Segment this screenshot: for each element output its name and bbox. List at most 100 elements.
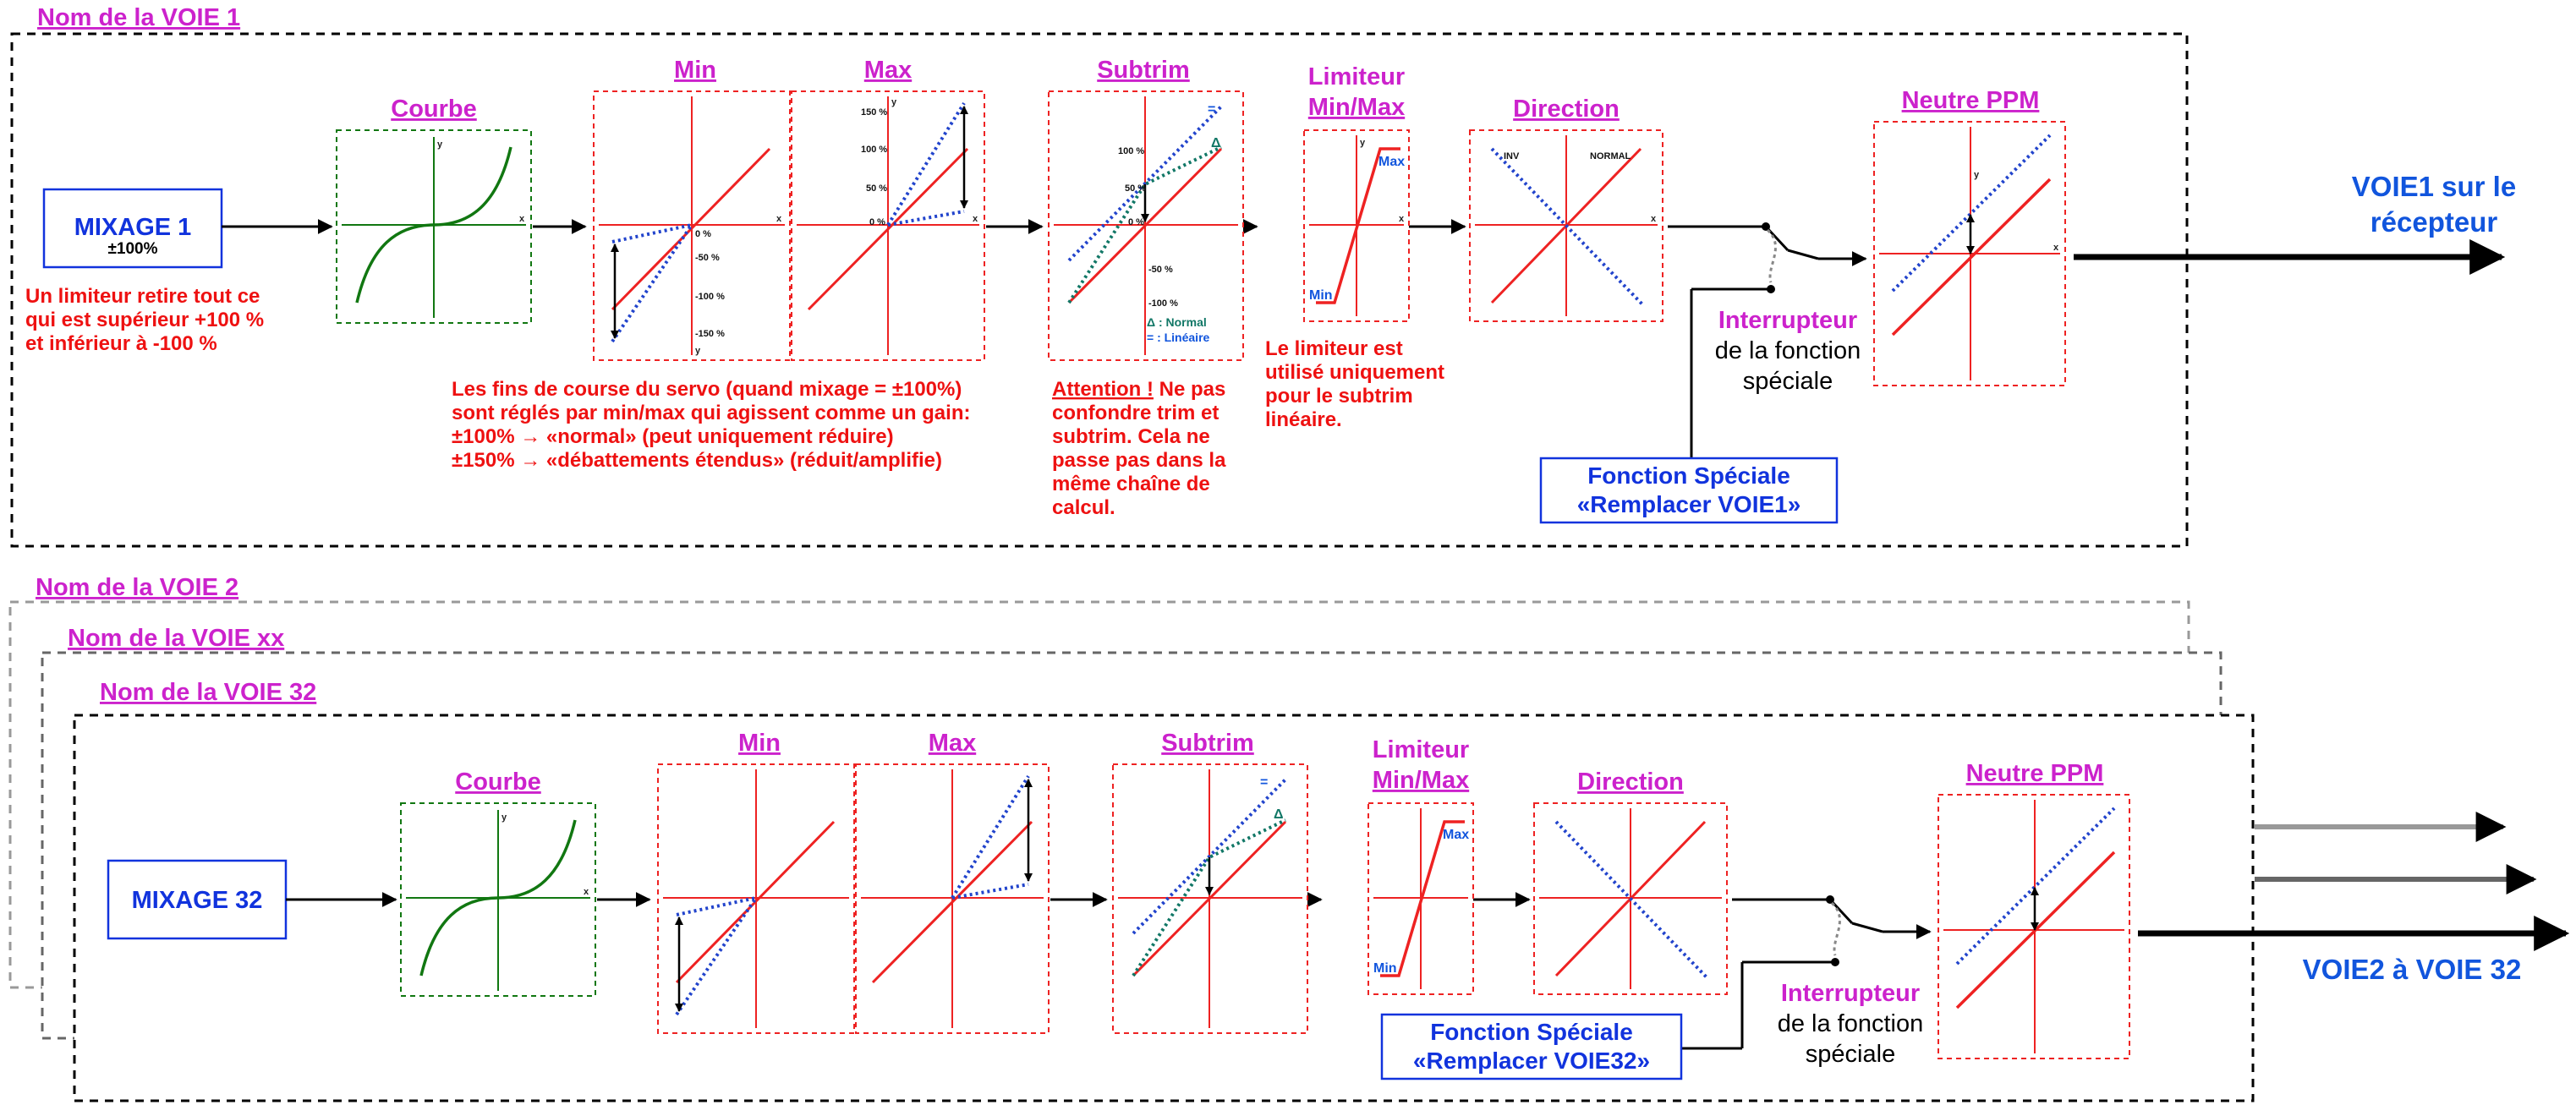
channel-1-frame: [10, 32, 2189, 548]
max-32-title: Max: [929, 730, 976, 757]
svg-text:=: =: [1260, 775, 1268, 790]
stack-name-voie-xx: Nom de la VOIE xx: [68, 625, 284, 652]
svg-text:x: x: [519, 214, 525, 224]
svg-text:= : Linéaire: = : Linéaire: [1147, 331, 1210, 344]
neutre-32-title: Neutre PPM: [1966, 760, 2104, 787]
svg-text:x: x: [776, 214, 782, 224]
attention-line-2: confondre trim et: [1052, 402, 1219, 424]
channel-1-name: Nom de la VOIE 1: [37, 4, 240, 31]
mixage-32-label: MIXAGE 32: [132, 887, 263, 914]
min-graph: 0 % -50 % -100 % -150 % x y: [593, 90, 791, 361]
svg-text:50 %: 50 %: [1125, 183, 1146, 194]
svg-text:Δ: Δ: [1211, 136, 1221, 150]
switch-line-1: de la fonction: [1715, 337, 1861, 364]
svg-text:x: x: [973, 214, 978, 224]
svg-text:INV: INV: [1504, 151, 1520, 161]
limiter-usage-line-1: Le limiteur est: [1265, 337, 1403, 360]
svg-text:-100 %: -100 %: [695, 292, 725, 302]
direction-32-title: Direction: [1577, 769, 1684, 796]
svg-text:50 %: 50 %: [866, 183, 887, 194]
svg-text:y: y: [1974, 170, 1980, 180]
switch-1: [1668, 222, 1867, 458]
mixage-1-range: ±100%: [107, 240, 157, 258]
switch-32-title: Interrupteur: [1781, 980, 1920, 1007]
svg-text:Δ : Normal: Δ : Normal: [1147, 315, 1207, 329]
courbe-graph: x y: [336, 129, 532, 324]
svg-text:0 %: 0 %: [869, 217, 885, 227]
max-graph: 150 % 100 % 50 % 0 % x y: [791, 90, 985, 361]
svg-text:y: y: [695, 346, 701, 356]
svg-text:0 %: 0 %: [1128, 217, 1144, 227]
switch-32-line-2: spéciale: [1806, 1041, 1895, 1068]
channel-1: Nom de la VOIE 1 MIXAGE 1 ±100% Un limit…: [10, 4, 2516, 548]
svg-text:-50 %: -50 %: [695, 253, 720, 263]
svg-text:x: x: [584, 887, 589, 897]
mixage-32-box: [107, 859, 288, 940]
direction-title: Direction: [1513, 96, 1620, 123]
attention-line-3: subtrim. Cela ne: [1052, 425, 1210, 448]
svg-text:0 %: 0 %: [695, 229, 711, 239]
svg-text:Max: Max: [1378, 155, 1405, 169]
subtrim-32-graph: = Δ: [1112, 763, 1308, 1034]
limiter-graph: Max Min x y: [1303, 129, 1410, 322]
output-32-label: VOIE2 à VOIE 32: [2303, 954, 2522, 985]
mixage-1-box: [42, 188, 223, 269]
min-title: Min: [674, 57, 716, 84]
special-function-1-line-2: «Remplacer VOIE1»: [1577, 491, 1801, 517]
limiter-32-title-1: Limiteur: [1373, 736, 1469, 763]
svg-text:150 %: 150 %: [861, 107, 887, 118]
special-function-32-box: [1380, 1013, 1683, 1080]
svg-text:Δ: Δ: [1274, 807, 1284, 822]
attention-line-5: même chaîne de: [1052, 473, 1210, 495]
servo-note-line-3: ±100% → «normal» (peut uniquement réduir…: [452, 425, 894, 448]
attention-line-1: Attention ! Ne pas: [1052, 378, 1225, 401]
direction-graph: INV NORMAL x: [1469, 129, 1663, 322]
svg-text:100 %: 100 %: [1118, 146, 1144, 156]
channel-32: MIXAGE 32 Courbe x y Min Max: [107, 730, 2570, 1080]
switch-title: Interrupteur: [1718, 307, 1857, 334]
max-title: Max: [864, 57, 912, 84]
servo-note-line-4: ±150% → «débattements étendus» (réduit/a…: [452, 449, 942, 472]
svg-text:x: x: [1651, 214, 1657, 224]
svg-text:x: x: [1399, 214, 1405, 224]
limiter-usage-line-4: linéaire.: [1265, 408, 1342, 431]
neutre-title: Neutre PPM: [1902, 87, 2040, 114]
output-1-line-2: récepteur: [2370, 206, 2498, 238]
limiter-title-1: Limiteur: [1308, 63, 1405, 90]
neutre-graph: x y: [1873, 121, 2066, 386]
direction-32-graph: [1533, 802, 1728, 995]
switch-32-line-1: de la fonction: [1778, 1010, 1924, 1037]
mixage-1-label: MIXAGE 1: [74, 214, 192, 241]
svg-text:Min: Min: [1309, 288, 1333, 303]
switch-32: [1681, 895, 1932, 1050]
special-function-32-line-1: Fonction Spéciale: [1430, 1019, 1633, 1045]
switch-line-2: spéciale: [1743, 368, 1833, 395]
svg-text:Min: Min: [1373, 961, 1397, 976]
limiter-32-graph: Max Min: [1367, 802, 1474, 995]
svg-text:-100 %: -100 %: [1148, 298, 1178, 309]
servo-note-line-2: sont réglés par min/max qui agissent com…: [452, 402, 970, 424]
subtrim-graph: = Δ 100 % 50 % 0 % -50 % -100 % Δ : Norm…: [1048, 90, 1244, 361]
subtrim-32-title: Subtrim: [1161, 730, 1254, 757]
svg-text:100 %: 100 %: [861, 145, 887, 155]
svg-text:y: y: [1360, 138, 1366, 148]
limiter-note-line-3: et inférieur à -100 %: [25, 332, 217, 355]
svg-text:x: x: [2053, 243, 2059, 253]
subtrim-title: Subtrim: [1097, 57, 1190, 84]
svg-text:Max: Max: [1443, 828, 1469, 842]
limiter-usage-line-3: pour le subtrim: [1265, 385, 1413, 408]
limiter-32-title-2: Min/Max: [1373, 767, 1469, 794]
max-32-graph: [855, 763, 1050, 1034]
output-1-line-1: VOIE1 sur le: [2352, 171, 2516, 202]
svg-text:y: y: [437, 139, 443, 150]
limiter-usage-line-2: utilisé uniquement: [1265, 361, 1444, 384]
servo-note-line-1: Les fins de course du servo (quand mixag…: [452, 378, 962, 401]
limiter-title-2: Min/Max: [1308, 94, 1405, 121]
special-function-1-line-1: Fonction Spéciale: [1587, 462, 1790, 489]
min-32-title: Min: [738, 730, 781, 757]
svg-text:-50 %: -50 %: [1148, 265, 1173, 275]
stack-name-voie-2: Nom de la VOIE 2: [36, 574, 238, 601]
limiter-note-line-2: qui est supérieur +100 %: [25, 309, 264, 331]
min-32-graph: [657, 763, 855, 1034]
